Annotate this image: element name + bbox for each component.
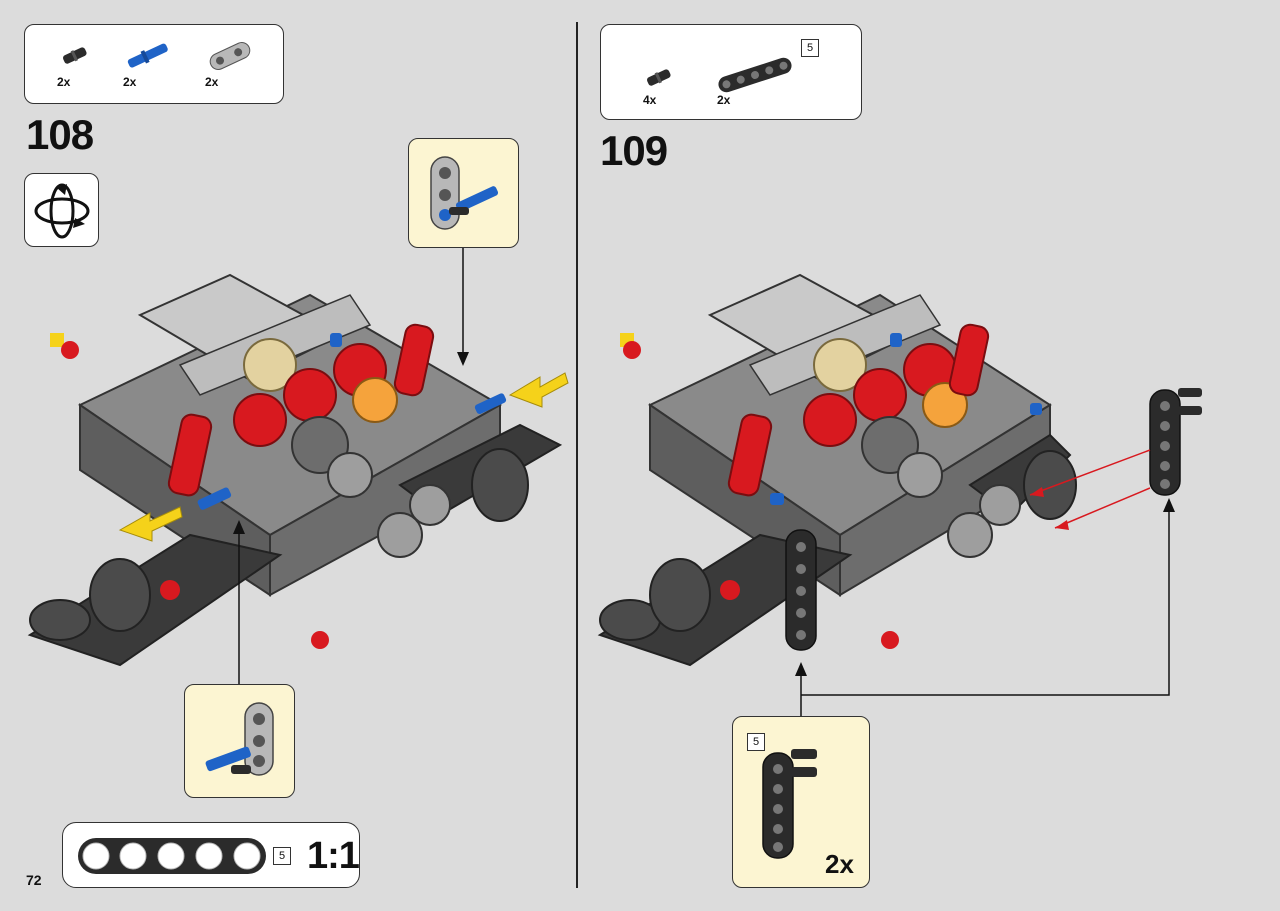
part-qty: 2x: [717, 93, 731, 107]
scale-ruler: 5 1:1: [62, 822, 360, 888]
rotate-model-icon: [34, 183, 90, 239]
parts-list-109: 4x 2x 5: [600, 24, 862, 120]
blue-axle-pin-icon: [127, 43, 168, 68]
rotate-model-box: [24, 173, 99, 247]
step-number-109: 109: [600, 127, 668, 174]
model-illustration-108: [27, 273, 569, 667]
part-qty: 2x: [57, 75, 71, 89]
parts-list-108: 2x 2x 2x: [24, 24, 284, 104]
beam-length-box: 5: [747, 733, 765, 751]
sub-assembly-callout-109: 5 2x: [732, 716, 870, 888]
gray-angle-connector-icon: [209, 42, 251, 70]
part-qty: 4x: [643, 93, 657, 107]
ruler-length-box: 5: [273, 847, 291, 865]
part-qty: 2x: [205, 75, 219, 89]
black-beam-5-icon: [718, 57, 792, 93]
black-connector-pin-icon: [646, 69, 671, 86]
page-number: 72: [26, 872, 42, 888]
beam-1-to-1-icon: [78, 838, 266, 874]
page-divider: [576, 22, 578, 888]
angle-connector-with-pin-icon: [430, 156, 499, 230]
black-beam-floating: [1149, 388, 1202, 496]
angle-connector-with-pin-icon: [205, 702, 274, 776]
step-number-108: 108: [26, 111, 94, 158]
part-qty: 2x: [123, 75, 137, 89]
callout-qty: 2x: [825, 849, 854, 879]
model-illustration-109: [597, 273, 1077, 667]
sub-assembly-callout-top: [408, 138, 519, 248]
sub-assembly-callout-bottom: [184, 684, 295, 798]
black-connector-pin-icon: [62, 47, 87, 64]
scale-label: 1:1: [307, 835, 360, 877]
black-beam-with-pins-icon: [762, 749, 817, 859]
beam-length-box: 5: [801, 39, 819, 57]
